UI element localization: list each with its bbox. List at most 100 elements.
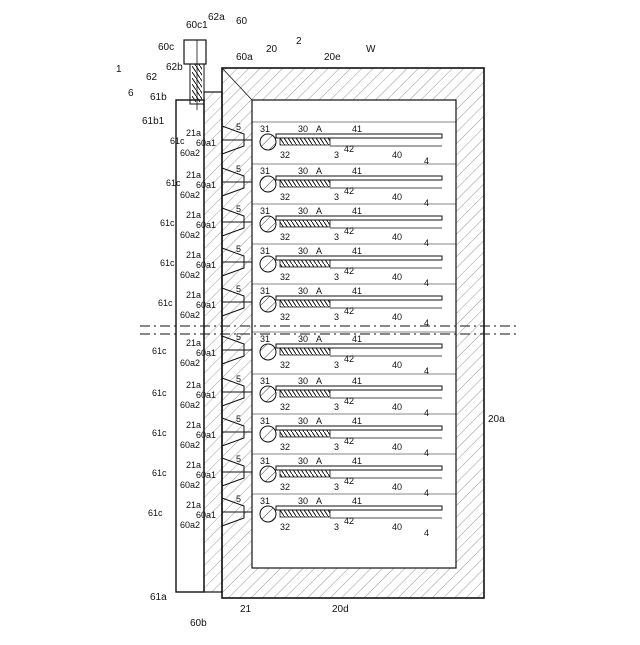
label-A: A — [316, 334, 322, 344]
label-5: 5 — [236, 332, 241, 342]
label-5: 5 — [236, 122, 241, 132]
label-61c: 61c — [152, 468, 167, 478]
label-60a: 60a — [236, 52, 253, 63]
holder-31 — [260, 386, 276, 402]
label-42: 42 — [344, 306, 354, 316]
label-4: 4 — [424, 156, 429, 166]
label-61a: 61a — [150, 592, 167, 603]
label-60a2: 60a2 — [180, 190, 200, 200]
label-61b: 61b — [150, 92, 167, 103]
label-42: 42 — [344, 354, 354, 364]
label-41: 41 — [352, 246, 362, 256]
holder-31 — [260, 426, 276, 442]
label-A: A — [316, 376, 322, 386]
label-30: 30 — [298, 286, 308, 296]
label-3: 3 — [334, 272, 339, 282]
label-5: 5 — [236, 454, 241, 464]
label-5: 5 — [236, 244, 241, 254]
label-61c: 61c — [152, 388, 167, 398]
label-3: 3 — [334, 150, 339, 160]
label-30: 30 — [298, 456, 308, 466]
label-40: 40 — [392, 312, 402, 322]
label-60a2: 60a2 — [180, 440, 200, 450]
label-31: 31 — [260, 124, 270, 134]
holder-31 — [260, 216, 276, 232]
substrate-40 — [276, 506, 442, 510]
label-21a: 21a — [186, 210, 201, 220]
label-31: 31 — [260, 166, 270, 176]
substrate-40 — [276, 296, 442, 300]
label-A: A — [316, 124, 322, 134]
label-60a1: 60a1 — [196, 390, 216, 400]
unit-rows: 61c21a60a160a25313230A3424140461c21a60a1… — [148, 122, 456, 538]
label-61c: 61c — [160, 258, 175, 268]
label-3: 3 — [334, 360, 339, 370]
label-20: 20 — [266, 44, 278, 55]
label-60: 60 — [236, 16, 248, 27]
label-60a2: 60a2 — [180, 310, 200, 320]
label-60a1: 60a1 — [196, 430, 216, 440]
label-4: 4 — [424, 278, 429, 288]
label-21a: 21a — [186, 338, 201, 348]
label-A: A — [316, 456, 322, 466]
label-61c: 61c — [160, 218, 175, 228]
label-42: 42 — [344, 144, 354, 154]
label-41: 41 — [352, 334, 362, 344]
holder-31 — [260, 256, 276, 272]
label-21a: 21a — [186, 500, 201, 510]
label-32: 32 — [280, 482, 290, 492]
label-40: 40 — [392, 150, 402, 160]
holder-31 — [260, 466, 276, 482]
label-31: 31 — [260, 416, 270, 426]
label-32: 32 — [280, 522, 290, 532]
label-3: 3 — [334, 442, 339, 452]
label-21a: 21a — [186, 460, 201, 470]
label-30: 30 — [298, 124, 308, 134]
label-3: 3 — [334, 192, 339, 202]
label-3: 3 — [334, 232, 339, 242]
label-42: 42 — [344, 516, 354, 526]
label-21a: 21a — [186, 250, 201, 260]
label-40: 40 — [392, 522, 402, 532]
label-42: 42 — [344, 476, 354, 486]
label-21a: 21a — [186, 380, 201, 390]
label-61c: 61c — [170, 136, 185, 146]
label-4: 4 — [424, 448, 429, 458]
label-31: 31 — [260, 376, 270, 386]
substrate-40 — [276, 176, 442, 180]
label-42: 42 — [344, 226, 354, 236]
substrate-40 — [276, 466, 442, 470]
label-40: 40 — [392, 232, 402, 242]
label-32: 32 — [280, 272, 290, 282]
holder-31 — [260, 506, 276, 522]
substrate-40 — [276, 386, 442, 390]
label-42: 42 — [344, 396, 354, 406]
label-32: 32 — [280, 402, 290, 412]
label-W: W — [366, 44, 376, 55]
label-31: 31 — [260, 286, 270, 296]
label-30: 30 — [298, 334, 308, 344]
label-21: 21 — [240, 604, 252, 615]
substrate-40 — [276, 216, 442, 220]
label-30: 30 — [298, 416, 308, 426]
label-30: 30 — [298, 166, 308, 176]
label-60a1: 60a1 — [196, 220, 216, 230]
label-60a2: 60a2 — [180, 480, 200, 490]
label-21a: 21a — [186, 290, 201, 300]
label-32: 32 — [280, 150, 290, 160]
label-62b: 62b — [166, 62, 183, 73]
label-60a1: 60a1 — [196, 138, 216, 148]
label-60b: 60b — [190, 618, 207, 629]
substrate-40 — [276, 256, 442, 260]
label-3: 3 — [334, 482, 339, 492]
label-5: 5 — [236, 164, 241, 174]
label-62a: 62a — [208, 12, 225, 23]
label-30: 30 — [298, 246, 308, 256]
holder-31 — [260, 344, 276, 360]
label-5: 5 — [236, 204, 241, 214]
label-60a1: 60a1 — [196, 470, 216, 480]
label-61c: 61c — [152, 346, 167, 356]
label-41: 41 — [352, 206, 362, 216]
label-5: 5 — [236, 414, 241, 424]
